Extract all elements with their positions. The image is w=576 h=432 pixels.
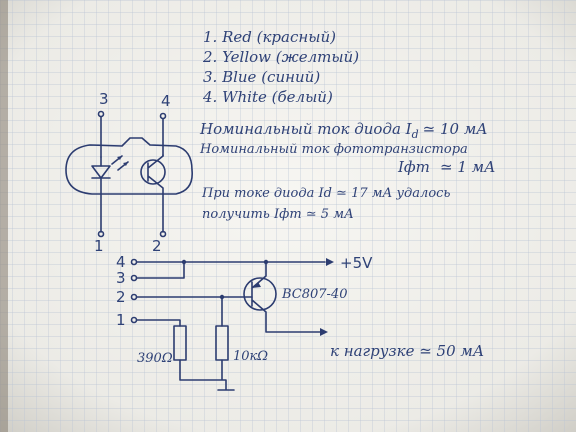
circuit-pin-1-label: 1 — [116, 311, 126, 329]
pin3-to-rail — [136, 261, 185, 279]
emitter-arrow — [252, 282, 261, 288]
r2-label: 10кΩ — [233, 349, 268, 364]
transistor-label: BC807-40 — [281, 287, 348, 302]
emitter-junction — [263, 259, 269, 265]
ground-wiring — [179, 359, 235, 391]
output-arrow — [320, 328, 328, 336]
phototransistor-current-value: ≃ 1 мА — [440, 158, 495, 176]
page-edge — [0, 0, 8, 432]
legend-item-red: 1. Red (красный) — [203, 28, 336, 46]
legend-item-yellow: 2. Yellow (желтый) — [202, 48, 359, 66]
circuit-pin-3-label: 3 — [116, 269, 126, 287]
sensor-pin-4-label: 4 — [161, 92, 171, 110]
junction-dot — [181, 259, 187, 265]
base-junction — [219, 294, 225, 300]
driver-circuit: 4 3 2 1 +5V BC807-40 10кΩ 390Ω к нагрузк… — [116, 253, 484, 391]
bc807-transistor — [243, 277, 277, 311]
circuit-pin-2-label: 2 — [116, 288, 126, 306]
legend-item-white: 4. White (белый) — [202, 88, 333, 106]
result-line-1: При токе диода Id ≃ 17 мА удалось — [201, 186, 451, 201]
result-line-2: получить Iфт ≃ 5 мА — [202, 207, 354, 222]
load-label: к нагрузке ≃ 50 мА — [330, 342, 484, 360]
sensor-housing — [65, 137, 193, 195]
pin-1-terminal — [97, 230, 105, 238]
optocoupler-sketch: 3 4 1 2 — [65, 90, 193, 255]
supply-label: +5V — [340, 254, 373, 272]
sensor-pin-3-label: 3 — [99, 90, 109, 108]
specs-notes: Номинальный ток диода Id≃ 10 мА Номиналь… — [199, 120, 495, 222]
arrow-heads — [117, 156, 128, 166]
phototransistor-symbol — [140, 159, 166, 185]
sensor-pin-1-label: 1 — [94, 237, 104, 255]
supply-arrow — [326, 258, 334, 266]
pin-2-terminal — [159, 230, 167, 238]
circuit-pin-4-label: 4 — [116, 253, 126, 271]
phototransistor-current-symbol: Iфт — [397, 158, 430, 176]
sensor-pin-2-label: 2 — [152, 237, 162, 255]
r1-label: 390Ω — [137, 351, 173, 366]
phototransistor-leads — [147, 155, 164, 233]
legend-item-blue: 3. Blue (синий) — [203, 68, 320, 86]
wire-legend: 1. Red (красный) 2. Yellow (желтый) 3. B… — [202, 28, 359, 106]
diode-current-label: Номинальный ток диода Id≃ 10 мА — [199, 120, 488, 141]
r1-top-lead — [136, 319, 181, 327]
phototransistor-current-label: Номинальный ток фототранзистора — [199, 142, 468, 157]
